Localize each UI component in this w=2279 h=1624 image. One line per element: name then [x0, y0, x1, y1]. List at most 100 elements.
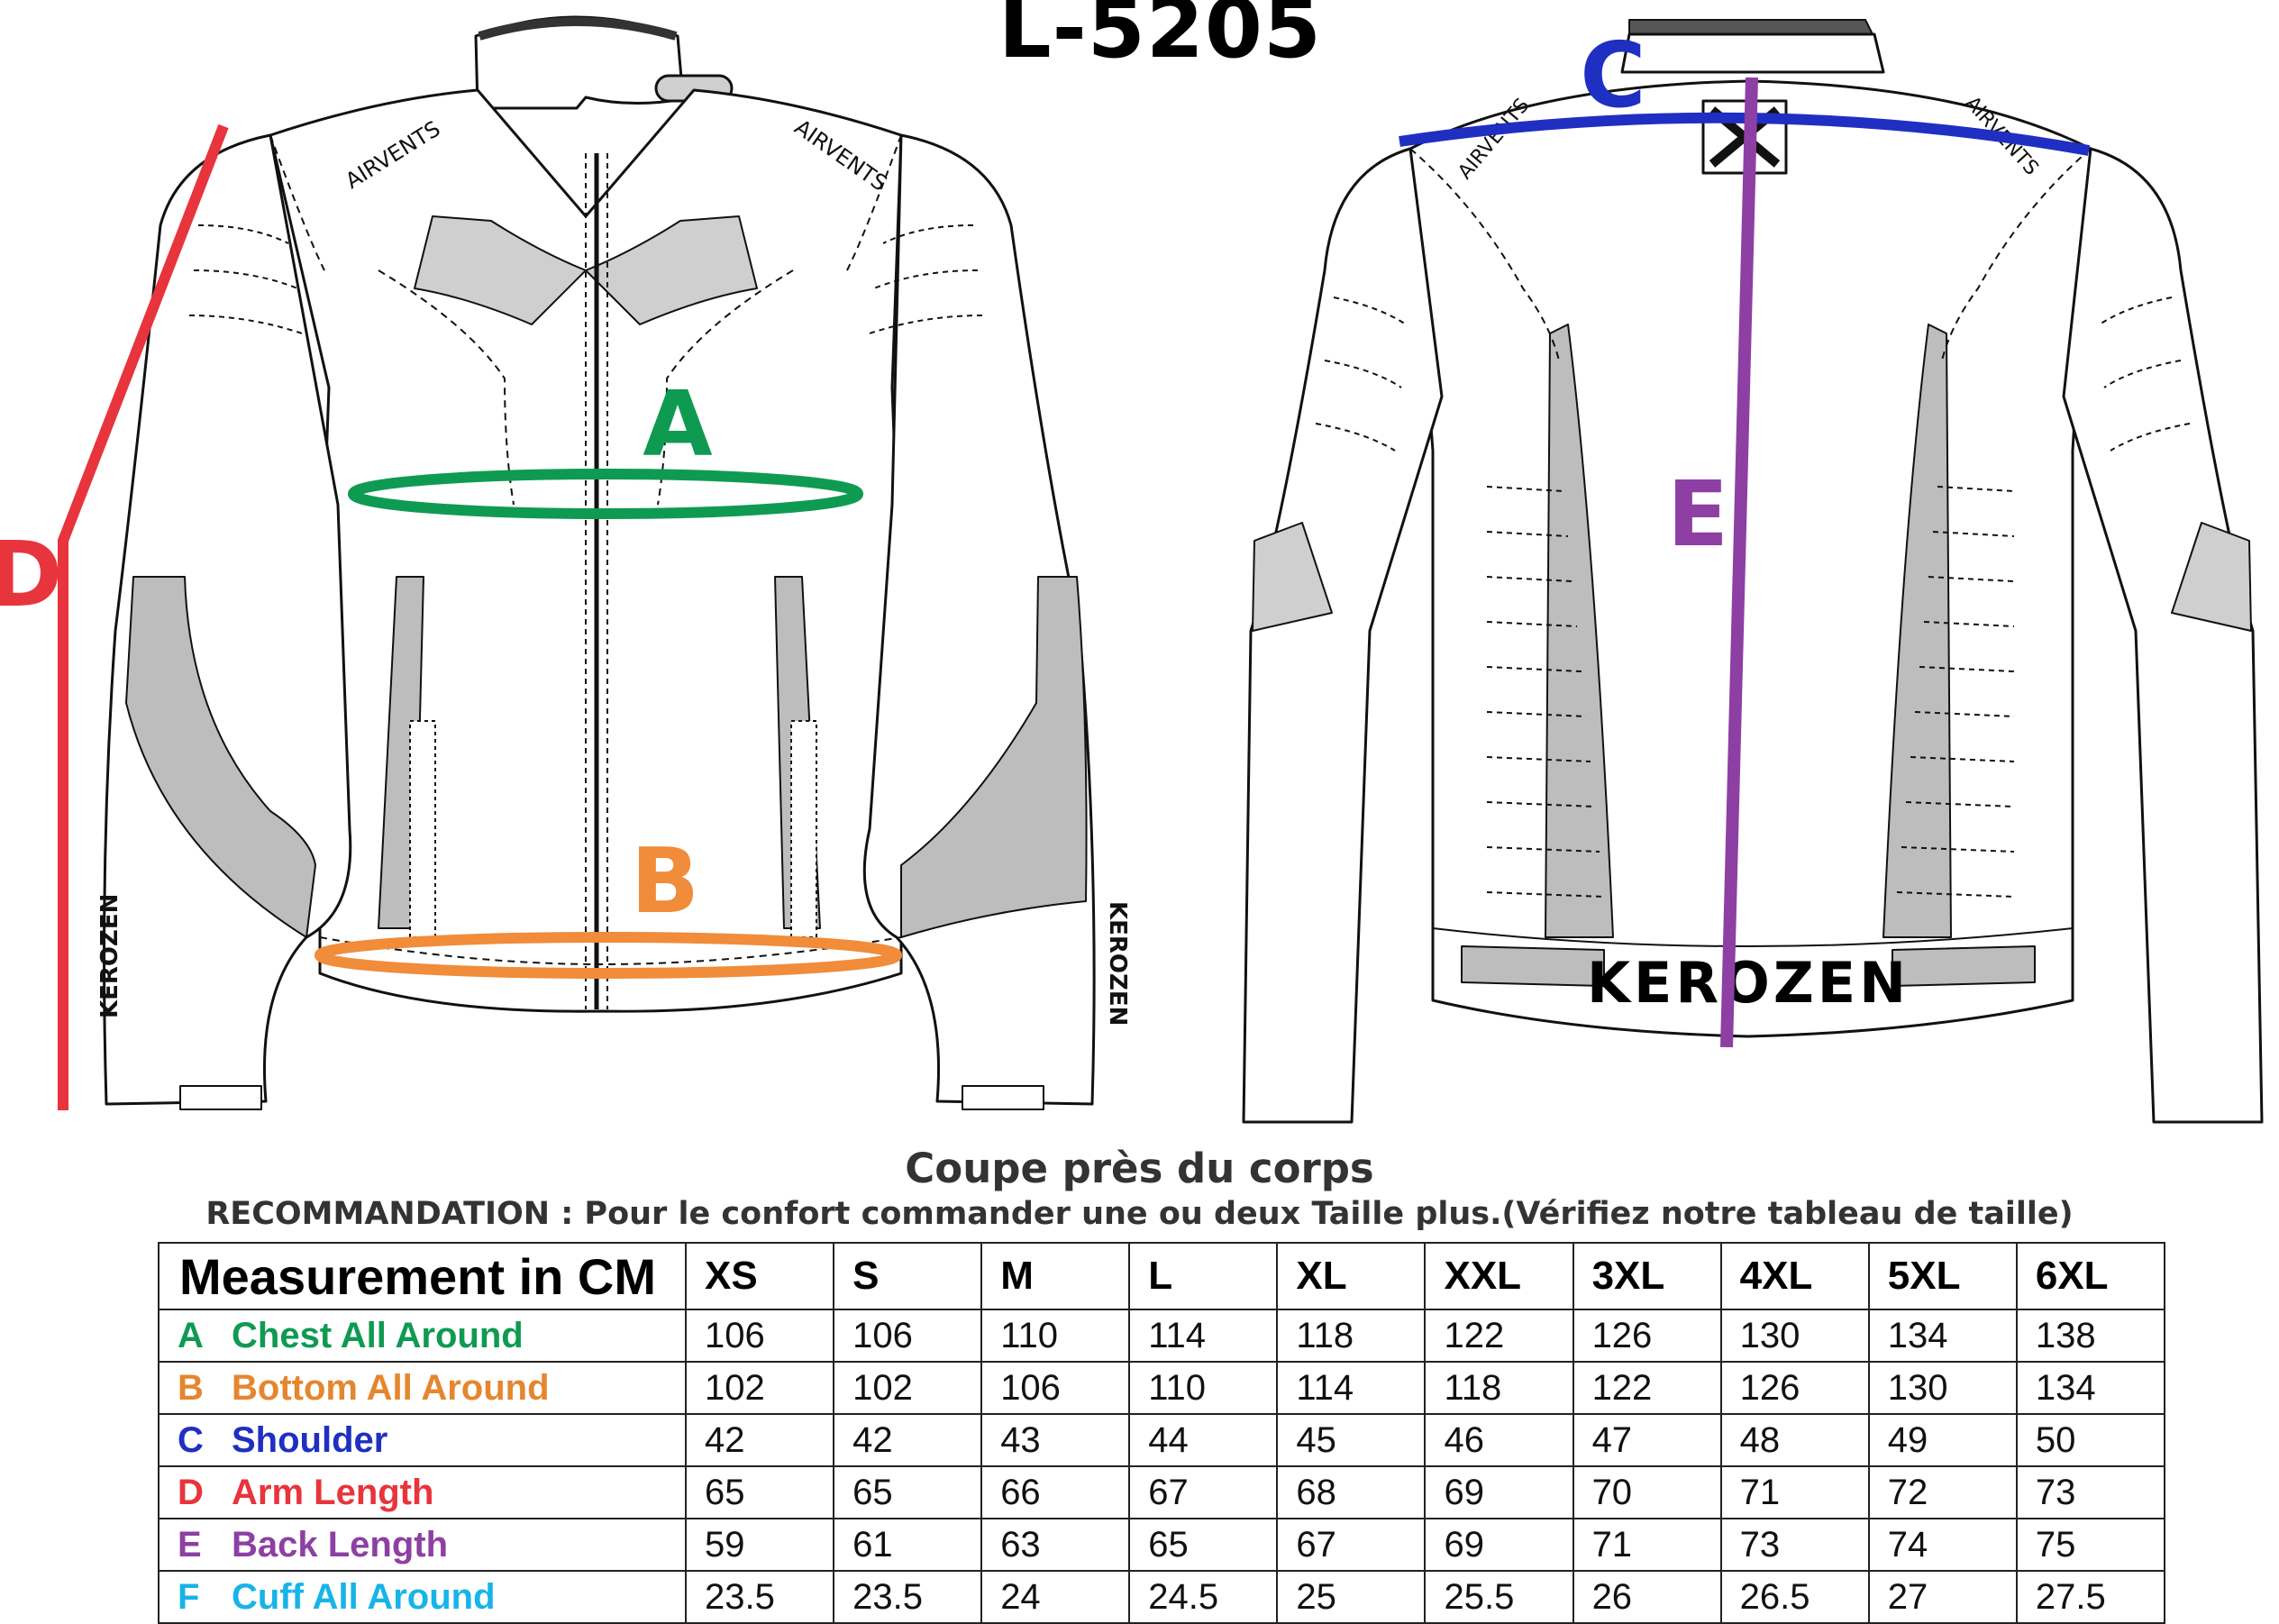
size-value-cell: 48 — [1719, 1413, 1870, 1467]
measure-back: E — [1667, 77, 1758, 1048]
size-value-cell: 102 — [833, 1361, 983, 1415]
size-value-cell: 43 — [980, 1413, 1131, 1467]
size-value-cell: 23.5 — [684, 1570, 835, 1624]
size-value-cell: 106 — [980, 1361, 1131, 1415]
measurement-label: D Arm Length — [158, 1465, 687, 1519]
size-value-cell: 25.5 — [1424, 1570, 1574, 1624]
measurement-name: Shoulder — [232, 1419, 388, 1460]
measurement-letter: D — [178, 1472, 204, 1512]
size-value-cell: 26 — [1572, 1570, 1722, 1624]
size-value-cell: 75 — [2015, 1518, 2166, 1572]
measure-bottom: B — [315, 828, 902, 979]
size-value-cell: 122 — [1572, 1361, 1722, 1415]
size-recommendation: RECOMMANDATION : Pour le confort command… — [205, 1196, 2074, 1232]
size-value-cell: 69 — [1424, 1465, 1574, 1519]
size-header-6xl: 6XL — [2015, 1242, 2166, 1310]
model-number: L-5205 — [998, 0, 1322, 77]
size-value-cell: 67 — [1128, 1465, 1279, 1519]
size-value-cell: 63 — [980, 1518, 1131, 1572]
size-value-cell: 27.5 — [2015, 1570, 2166, 1624]
size-value-cell: 72 — [1867, 1465, 2018, 1519]
size-value-cell: 70 — [1572, 1465, 1722, 1519]
size-value-cell: 45 — [1276, 1413, 1427, 1467]
size-header-xxl: XXL — [1424, 1242, 1574, 1310]
size-value-cell: 61 — [833, 1518, 983, 1572]
size-value-cell: 126 — [1719, 1361, 1870, 1415]
marker-d: D — [0, 522, 63, 627]
back-jacket — [1242, 19, 2264, 1124]
measure-chest: A — [348, 371, 863, 519]
measurement-label: B Bottom All Around — [158, 1361, 687, 1415]
measure-arm: D — [0, 123, 229, 1110]
size-value-cell: 65 — [1128, 1518, 1279, 1572]
size-value-cell: 42 — [833, 1413, 983, 1467]
front-brand-left-label: KEROZEN — [96, 894, 123, 1018]
size-value-cell: 134 — [2015, 1361, 2166, 1415]
size-header-3xl: 3XL — [1572, 1242, 1722, 1310]
measurement-letter: F — [178, 1576, 200, 1617]
size-value-cell: 110 — [1128, 1361, 1279, 1415]
measurement-letter: C — [178, 1419, 204, 1460]
size-value-cell: 118 — [1424, 1361, 1574, 1415]
size-value-cell: 46 — [1424, 1413, 1574, 1467]
marker-a: A — [643, 371, 712, 477]
size-value-cell: 118 — [1276, 1309, 1427, 1363]
size-value-cell: 65 — [833, 1465, 983, 1519]
size-value-cell: 71 — [1572, 1518, 1722, 1572]
front-brand-right-label: KEROZEN — [1104, 901, 1131, 1026]
marker-c: C — [1580, 23, 1645, 128]
size-header-m: M — [980, 1242, 1131, 1310]
size-value-cell: 67 — [1276, 1518, 1427, 1572]
measurement-name: Bottom All Around — [232, 1367, 550, 1408]
size-value-cell: 68 — [1276, 1465, 1427, 1519]
fit-title: Coupe près du corps — [905, 1145, 1374, 1192]
size-value-cell: 44 — [1128, 1413, 1279, 1467]
size-value-cell: 24.5 — [1128, 1570, 1279, 1624]
measurement-letter: B — [178, 1367, 204, 1408]
size-value-cell: 126 — [1572, 1309, 1722, 1363]
size-value-cell: 138 — [2015, 1309, 2166, 1363]
measurement-name: Arm Length — [232, 1472, 434, 1512]
size-value-cell: 23.5 — [833, 1570, 983, 1624]
size-value-cell: 106 — [833, 1309, 983, 1363]
size-value-cell: 69 — [1424, 1518, 1574, 1572]
size-value-cell: 42 — [684, 1413, 835, 1467]
size-value-cell: 27 — [1867, 1570, 2018, 1624]
size-value-cell: 134 — [1867, 1309, 2018, 1363]
size-value-cell: 74 — [1867, 1518, 2018, 1572]
size-value-cell: 73 — [2015, 1465, 2166, 1519]
size-value-cell: 73 — [1719, 1518, 1870, 1572]
jacket-technical-drawing: AIRVENTS AIRVENTS KEROZEN KEROZEN AIRVEN… — [0, 15, 2264, 1124]
measurement-letter: E — [178, 1524, 202, 1565]
size-value-cell: 114 — [1128, 1309, 1279, 1363]
marker-e: E — [1667, 461, 1728, 567]
size-header-xs: XS — [684, 1242, 835, 1310]
measurement-name: Cuff All Around — [232, 1576, 496, 1617]
size-value-cell: 102 — [684, 1361, 835, 1415]
measurement-name: Chest All Around — [232, 1315, 524, 1355]
size-value-cell: 114 — [1276, 1361, 1427, 1415]
size-value-cell: 130 — [1867, 1361, 2018, 1415]
size-value-cell: 49 — [1867, 1413, 2018, 1467]
size-value-cell: 25 — [1276, 1570, 1427, 1624]
size-value-cell: 59 — [684, 1518, 835, 1572]
size-header-s: S — [833, 1242, 983, 1310]
size-header-5xl: 5XL — [1867, 1242, 2018, 1310]
size-value-cell: 50 — [2015, 1413, 2166, 1467]
front-jacket — [103, 15, 1096, 1110]
size-value-cell: 122 — [1424, 1309, 1574, 1363]
size-value-cell: 106 — [684, 1309, 835, 1363]
size-header-l: L — [1128, 1242, 1279, 1310]
size-header-xl: XL — [1276, 1242, 1427, 1310]
size-value-cell: 130 — [1719, 1309, 1870, 1363]
size-value-cell: 26.5 — [1719, 1570, 1870, 1624]
